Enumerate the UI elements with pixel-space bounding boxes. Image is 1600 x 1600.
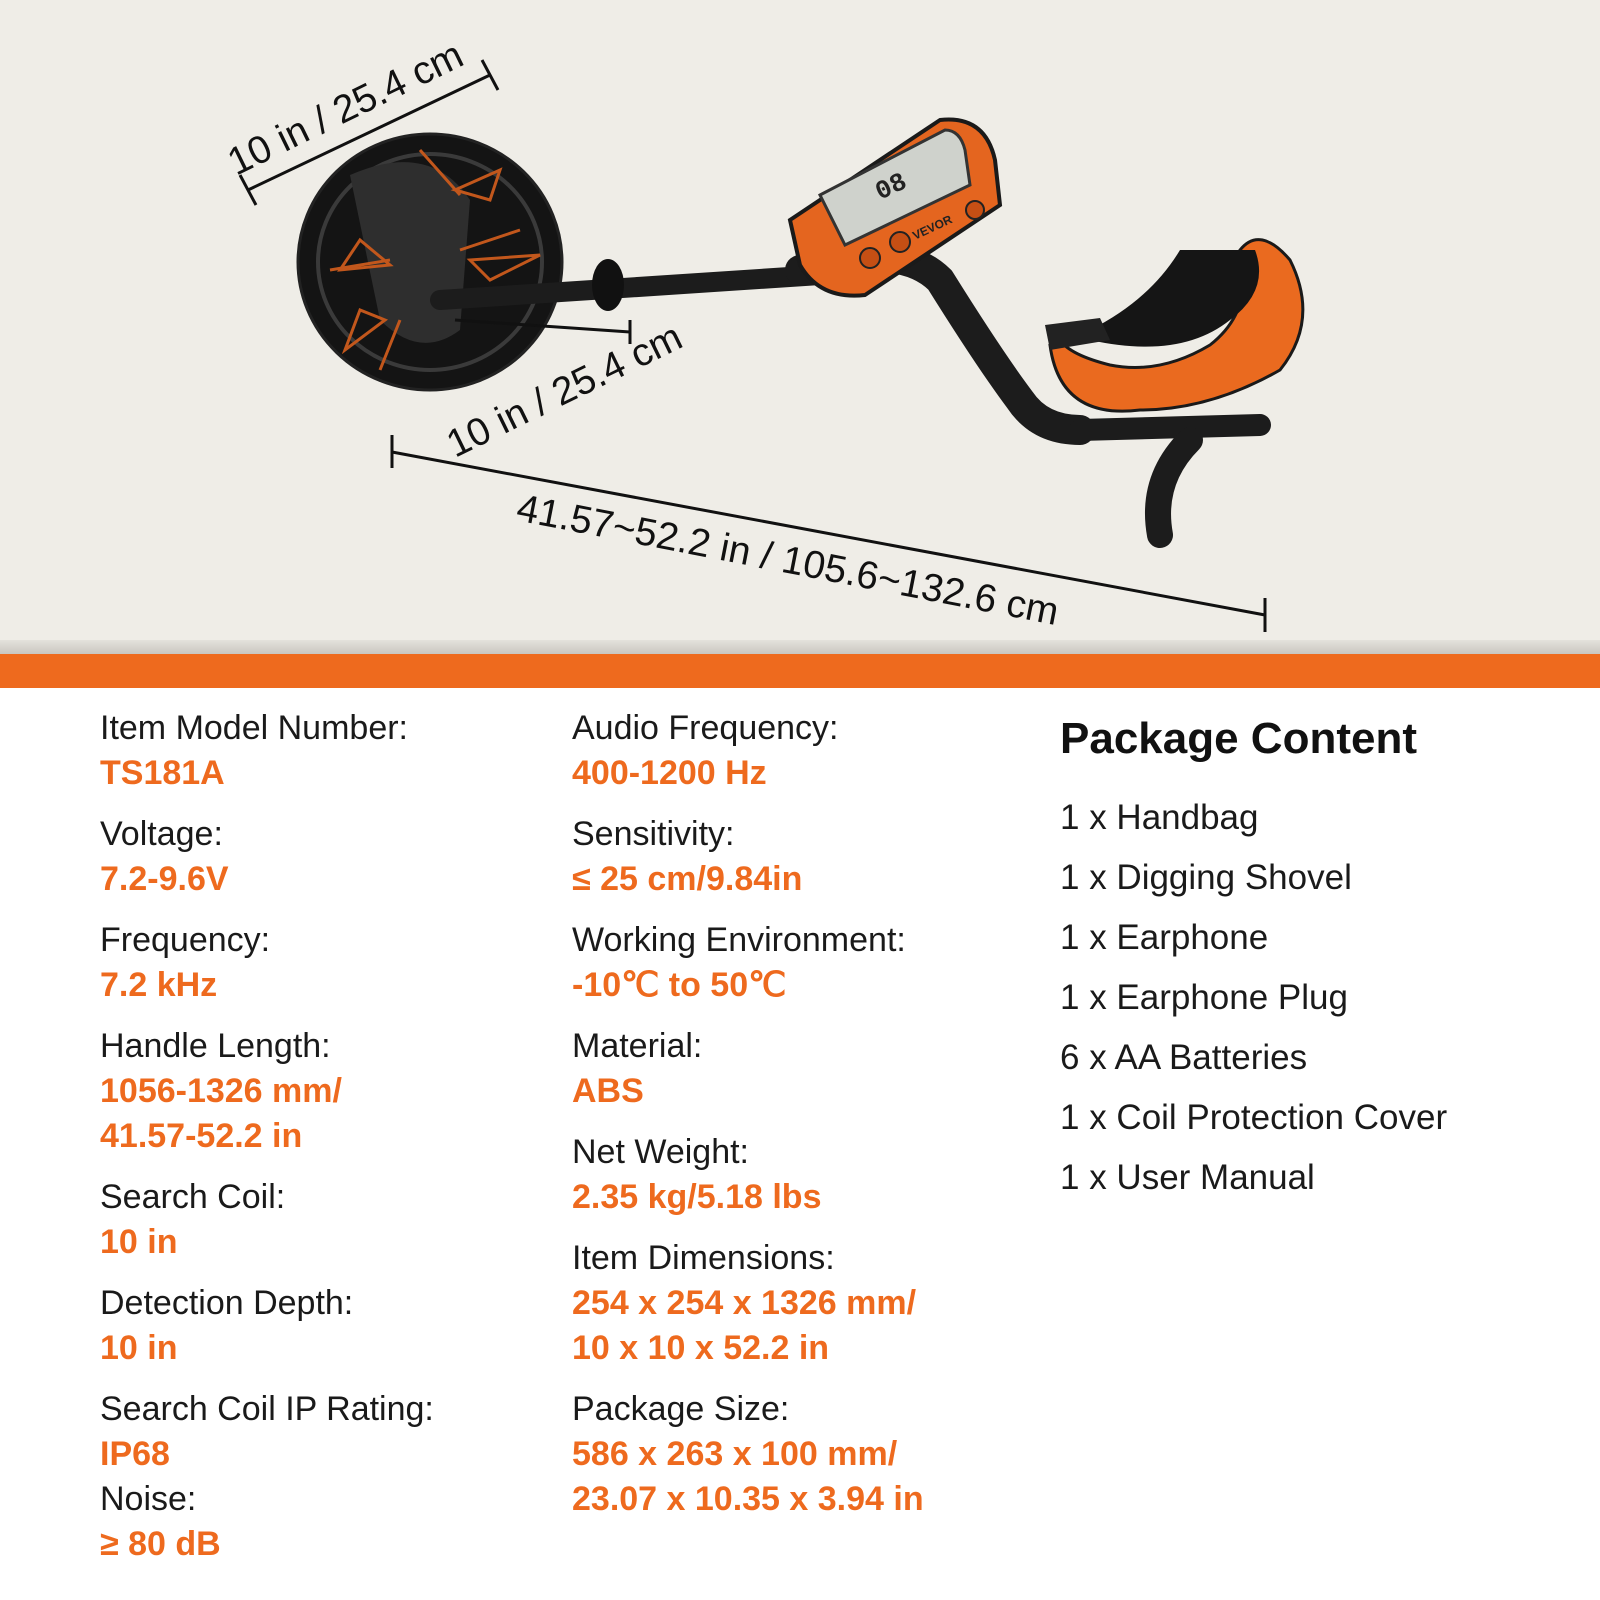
spec-label: Noise: [100, 1480, 197, 1518]
package-item: 1 x User Manual [1060, 1158, 1315, 1197]
spec-handle-length: Handle Length: 1056-1326 mm/ 41.57-52.2 … [100, 1024, 434, 1175]
spec-label: Sensitivity: [572, 815, 735, 853]
package-item: 1 x Earphone Plug [1060, 978, 1348, 1017]
spec-label: Search Coil: [100, 1178, 286, 1216]
spec-label: Package Size: [572, 1390, 790, 1428]
spec-model: Item Model Number: TS181A [100, 706, 434, 812]
specs-middle-column: Audio Frequency: 400-1200 Hz Sensitivity… [572, 706, 924, 1538]
spec-value: 10 in [100, 1223, 178, 1261]
spec-sensitivity: Sensitivity: ≤ 25 cm/9.84in [572, 812, 924, 918]
control-box: 08 VEVOR [787, 117, 1003, 298]
spec-search-coil: Search Coil: 10 in [100, 1175, 434, 1281]
metal-detector-illustration: 08 VEVOR 10 in / 25.4 cm 10 in / 25.4 cm… [221, 33, 1305, 634]
spec-ip-rating: Search Coil IP Rating: IP68 [100, 1387, 434, 1477]
spec-item-dimensions: Item Dimensions: 254 x 254 x 1326 mm/ 10… [572, 1236, 924, 1387]
spec-label: Net Weight: [572, 1133, 750, 1171]
spec-label: Material: [572, 1027, 703, 1065]
specs-left-column: Item Model Number: TS181A Voltage: 7.2-9… [100, 706, 434, 1567]
orange-divider [0, 654, 1600, 688]
spec-value: -10℃ to 50℃ [572, 966, 787, 1004]
package-content-column: Package Content 1 x Handbag 1 x Digging … [1060, 706, 1447, 1208]
spec-value: ABS [572, 1072, 644, 1110]
spec-value: 254 x 254 x 1326 mm/ [572, 1284, 917, 1322]
spec-value-line2: 23.07 x 10.35 x 3.94 in [572, 1480, 924, 1518]
spec-working-environment: Working Environment: -10℃ to 50℃ [572, 918, 924, 1024]
spec-label: Handle Length: [100, 1027, 331, 1065]
package-item: 1 x Handbag [1060, 798, 1259, 837]
spec-label: Search Coil IP Rating: [100, 1390, 434, 1428]
spec-value-line2: 10 x 10 x 52.2 in [572, 1329, 830, 1367]
package-item: 1 x Coil Protection Cover [1060, 1098, 1448, 1137]
spec-label: Audio Frequency: [572, 709, 839, 747]
search-coil [296, 132, 564, 392]
divider-shadow [0, 640, 1600, 654]
spec-value: 400-1200 Hz [572, 754, 767, 792]
spec-value: ≥ 80 dB [100, 1525, 221, 1563]
spec-value: TS181A [100, 754, 225, 792]
spec-value: ≤ 25 cm/9.84in [572, 860, 803, 898]
spec-frequency: Frequency: 7.2 kHz [100, 918, 434, 1024]
spec-audio-frequency: Audio Frequency: 400-1200 Hz [572, 706, 924, 812]
spec-value: 586 x 263 x 100 mm/ [572, 1435, 898, 1473]
spec-material: Material: ABS [572, 1024, 924, 1130]
package-item: 1 x Digging Shovel [1060, 858, 1352, 897]
spec-value: 7.2-9.6V [100, 860, 229, 898]
spec-noise: Noise: ≥ 80 dB [100, 1477, 434, 1567]
spec-label: Frequency: [100, 921, 271, 959]
package-content-title: Package Content [1060, 714, 1417, 763]
spec-value: 7.2 kHz [100, 966, 218, 1004]
spec-value: 1056-1326 mm/ [100, 1072, 342, 1110]
spec-value: 2.35 kg/5.18 lbs [572, 1178, 822, 1216]
spec-net-weight: Net Weight: 2.35 kg/5.18 lbs [572, 1130, 924, 1236]
product-hero: 08 VEVOR 10 in / 25.4 cm 10 in / 25.4 cm… [0, 0, 1600, 650]
spec-label: Item Model Number: [100, 709, 408, 747]
spec-value: 10 in [100, 1329, 178, 1367]
spec-value: IP68 [100, 1435, 170, 1473]
spec-package-size: Package Size: 586 x 263 x 100 mm/ 23.07 … [572, 1387, 924, 1538]
package-item: 1 x Earphone [1060, 918, 1269, 957]
spec-voltage: Voltage: 7.2-9.6V [100, 812, 434, 918]
spec-value-line2: 41.57-52.2 in [100, 1117, 303, 1155]
arm-cuff [1045, 238, 1305, 413]
spec-label: Working Environment: [572, 921, 906, 959]
spec-detection-depth: Detection Depth: 10 in [100, 1281, 434, 1387]
spec-label: Voltage: [100, 815, 223, 853]
spec-label: Item Dimensions: [572, 1239, 835, 1277]
dimension-lines [238, 59, 1267, 632]
package-item: 6 x AA Batteries [1060, 1038, 1308, 1077]
spec-label: Detection Depth: [100, 1284, 354, 1322]
